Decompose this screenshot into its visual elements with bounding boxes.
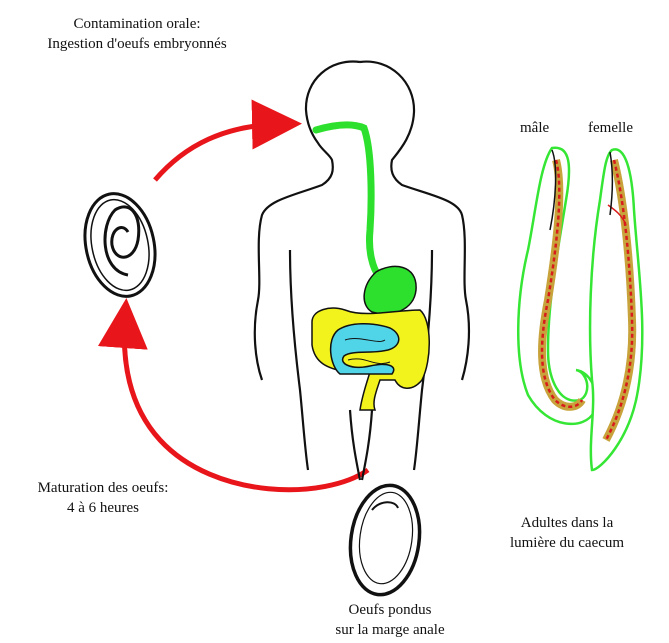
maturation-line2: 4 à 6 heures [8,498,198,518]
eggs-laid-label: Oeufs pondus sur la marge anale [290,600,490,640]
adults-label: Adultes dans la lumière du caecum [482,513,652,553]
small-intestine [331,324,399,374]
digestive-tract [312,125,429,410]
oral-contamination-label: Contamination orale: Ingestion d'oeufs e… [2,14,272,54]
stomach [364,266,416,314]
maturation-label: Maturation des oeufs: 4 à 6 heures [8,478,198,518]
oral-contamination-line1: Contamination orale: [2,14,272,34]
adults-line2: lumière du caecum [482,533,652,553]
eggs-laid-line1: Oeufs pondus [290,600,490,620]
laid-egg [344,481,427,599]
embryonated-egg [76,187,164,303]
female-worm [590,149,642,470]
arrow-egg-to-mouth [155,124,282,180]
male-label: mâle [520,118,549,138]
esophagus [316,125,380,278]
eggs-laid-line2: sur la marge anale [290,620,490,640]
female-label: femelle [588,118,633,138]
maturation-line1: Maturation des oeufs: [8,478,198,498]
oral-contamination-line2: Ingestion d'oeufs embryonnés [2,34,272,54]
male-worm [518,148,596,424]
adults-line1: Adultes dans la [482,513,652,533]
